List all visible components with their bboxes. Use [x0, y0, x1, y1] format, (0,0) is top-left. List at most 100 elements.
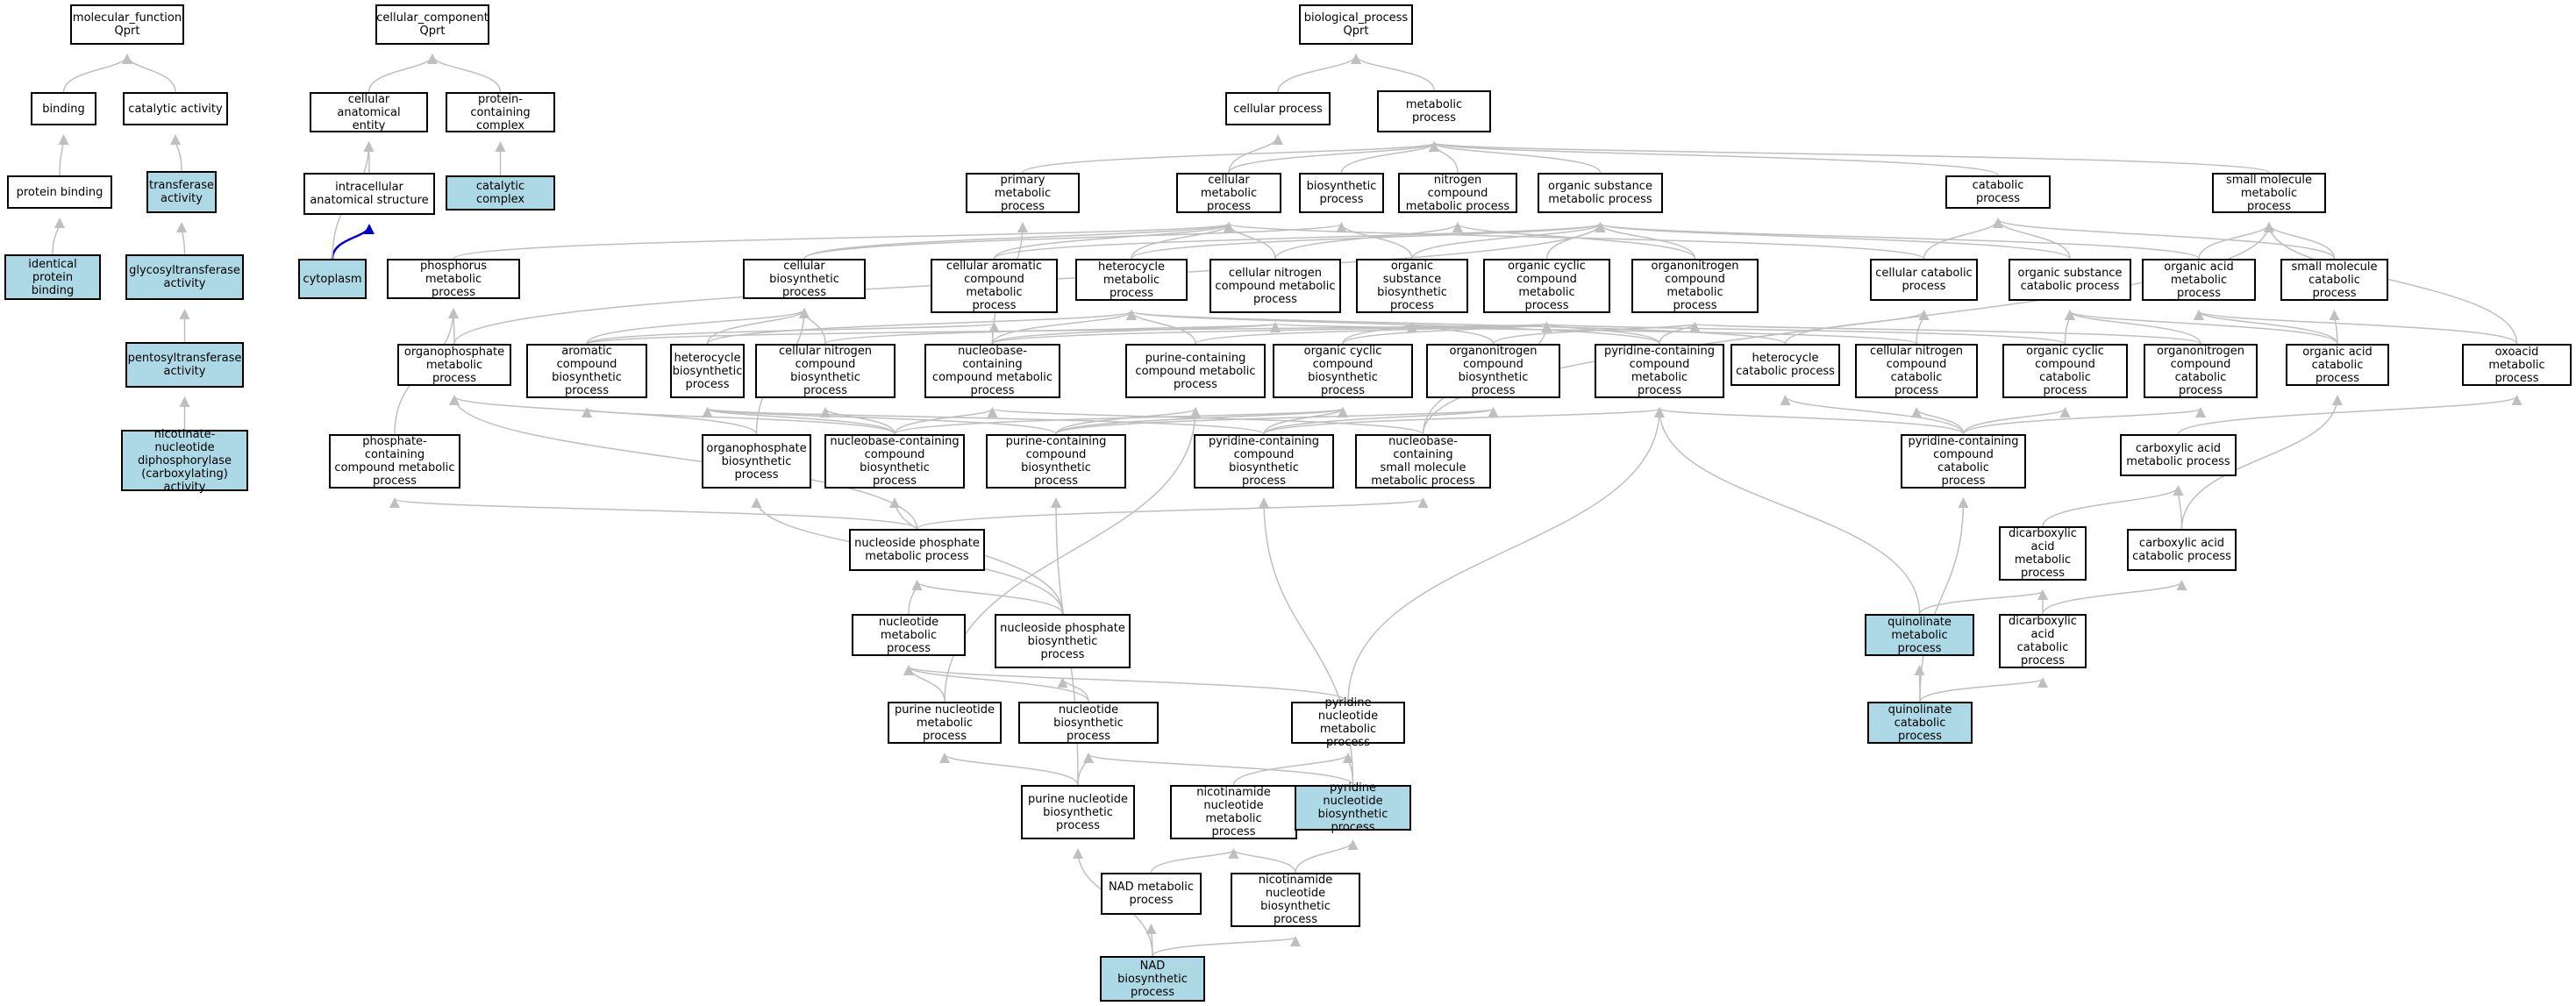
go-term-metproc[interactable]: metabolic process [1377, 90, 1491, 132]
go-term-pyrcat[interactable]: pyridine-containing compound catabolic p… [1901, 434, 2026, 489]
go-term-orgcycbio[interactable]: organic cyclic compound biosynthetic pro… [1273, 344, 1413, 398]
go-term-nadmet[interactable]: NAD metabolic process [1101, 873, 1202, 915]
go-term-orgphosbio[interactable]: organophosphate biosynthetic process [702, 434, 811, 489]
go-term-phosmet[interactable]: phosphorus metabolic process [387, 259, 520, 299]
go-term-heterocat[interactable]: heterocycle catabolic process [1730, 344, 1840, 386]
go-term-orgnitmet[interactable]: organonitrogen compound metabolic proces… [1631, 259, 1759, 313]
go-term-cellarom[interactable]: cellular aromatic compound metabolic pro… [931, 259, 1058, 313]
go-term-catact[interactable]: catalytic activity [123, 92, 228, 125]
go-term-ias[interactable]: intracellular anatomical structure [303, 173, 435, 215]
edge-cellnitcat-to-cellcatab [1916, 310, 1930, 345]
edge-cellnitbio-to-cellbiosyn [799, 308, 826, 345]
go-term-pyrnucmet[interactable]: pyridine nucleotide metabolic process [1291, 696, 1405, 749]
go-term-heterobio[interactable]: heterocycle biosynthetic process [670, 344, 745, 398]
go-term-pcc[interactable]: protein-containing complex [446, 92, 555, 132]
edge-nucbasebio-to-aromcompbio [582, 407, 896, 435]
go-term-aromcompbio[interactable]: aromatic compound biosynthetic process [526, 344, 647, 398]
go-term-purnucbio[interactable]: purine nucleotide biosynthetic process [1021, 785, 1135, 839]
go-term-cellnitbio[interactable]: cellular nitrogen compound biosynthetic … [755, 344, 896, 398]
go-term-nndp[interactable]: nicotinate-nucleotide diphosphorylase (c… [121, 428, 248, 494]
go-term-nucbio[interactable]: nucleotide biosynthetic process [1018, 702, 1159, 744]
go-term-bp[interactable]: biological_process Qprt [1299, 4, 1413, 45]
go-term-quinmet[interactable]: quinolinate metabolic process [1865, 614, 1974, 656]
go-term-cae[interactable]: cellular anatomical entity [310, 92, 428, 132]
go-term-purinebio[interactable]: purine-containing compound biosynthetic … [986, 434, 1126, 489]
edge-identprot-to-protbind [52, 218, 65, 255]
edge-pyrbio-to-heterobio [703, 407, 1265, 435]
edge-pyrcat-to-pyrmet [1654, 407, 1965, 435]
go-term-dicarbmet[interactable]: dicarboxylic acid metabolic process [1999, 526, 2087, 581]
go-term-nucbasemet[interactable]: nucleobase-containing compound metabolic… [924, 344, 1060, 398]
go-term-orgcycmet[interactable]: organic cyclic compound metabolic proces… [1483, 259, 1610, 313]
go-term-pyrmet[interactable]: pyridine-containing compound metabolic p… [1595, 344, 1724, 398]
go-term-primmet[interactable]: primary metabolic process [966, 173, 1080, 213]
go-term-nucmet[interactable]: nucleotide metabolic process [852, 614, 966, 656]
go-term-orgcyccat[interactable]: organic cyclic compound catabolic proces… [2002, 344, 2128, 398]
go-term-protbind[interactable]: protein binding [7, 175, 112, 209]
go-term-cc[interactable]: cellular_component Qprt [375, 4, 489, 45]
go-term-pentosyl[interactable]: pentosyltransferase activity [125, 342, 244, 388]
go-term-cellcatab[interactable]: cellular catabolic process [1870, 259, 1978, 301]
go-term-smallmol[interactable]: small molecule metabolic process [2212, 173, 2326, 213]
go-term-quincat[interactable]: quinolinate catabolic process [1867, 702, 1973, 744]
edge-purnucbio-to-purnucmet [939, 753, 1079, 786]
go-term-nicnucmet[interactable]: nicotinamide nucleotide metabolic proces… [1170, 785, 1297, 839]
edge-nucmet-to-nucphosmet [908, 580, 923, 615]
go-term-orgsubbio[interactable]: organic substance biosynthetic process [1356, 259, 1468, 313]
go-term-cytoplasm[interactable]: cytoplasm [298, 259, 367, 299]
go-term-catab[interactable]: catabolic process [1945, 175, 2051, 209]
go-term-pyrbio[interactable]: pyridine-containing compound biosyntheti… [1194, 434, 1334, 489]
go-term-orgsub[interactable]: organic substance metabolic process [1538, 173, 1663, 213]
edge-nadbio-to-nicnucbio [1152, 936, 1301, 957]
edge-cellnitcat-to-cellnitmet [1271, 322, 1917, 345]
go-term-purinemet[interactable]: purine-containing compound metabolic pro… [1125, 344, 1266, 398]
edge-pyrbio-to-pyrmet [1263, 407, 1665, 435]
go-term-orgnitbio[interactable]: organonitrogen compound biosynthetic pro… [1426, 344, 1560, 398]
go-term-nitcomp[interactable]: nitrogen compound metabolic process [1398, 173, 1517, 213]
go-term-orgacidmet[interactable]: organic acid metabolic process [2142, 259, 2256, 301]
go-term-nucphosbio[interactable]: nucleoside phosphate biosynthetic proces… [995, 614, 1131, 668]
edge-orgacidcat-to-smallmolcat [2329, 310, 2340, 345]
edge-nucbasemet-to-heteromet [991, 310, 1137, 345]
go-term-phoscont[interactable]: phosphate-containing compound metabolic … [329, 434, 460, 489]
edge-carbcat-to-orgacidcat [2180, 395, 2343, 530]
go-term-mf[interactable]: molecular_function Qprt [70, 4, 184, 45]
go-term-cellproc[interactable]: cellular process [1225, 92, 1331, 125]
edge-nicnucbio-to-nicnucmet [1228, 848, 1296, 874]
go-term-orgacidcat[interactable]: organic acid catabolic process [2286, 344, 2389, 386]
edge-aromcompbio-to-cellbiosyn [586, 308, 810, 345]
edge-cae-to-cc [367, 54, 438, 93]
go-term-carbcat[interactable]: carboxylic acid catabolic process [2127, 529, 2237, 571]
go-term-identprot[interactable]: identical protein binding [4, 254, 101, 300]
go-term-purnucmet[interactable]: purine nucleotide metabolic process [888, 702, 1002, 744]
go-term-cellnitcat[interactable]: cellular nitrogen compound catabolic pro… [1855, 344, 1978, 398]
go-term-orgnitcat[interactable]: organonitrogen compound catabolic proces… [2144, 344, 2258, 398]
edge-nucbasebio-to-nucbasemet [894, 407, 998, 435]
go-term-orgsubcat[interactable]: organic substance catabolic process [2009, 259, 2131, 301]
go-term-cellbiosyn[interactable]: cellular biosynthetic process [743, 259, 866, 299]
go-term-nadbio[interactable]: NAD biosynthetic process [1100, 956, 1205, 1002]
edge-smallmol-to-metproc [1429, 141, 2270, 174]
edge-cellcatab-to-cellmet [1224, 222, 1925, 260]
go-term-biosyn[interactable]: biosynthetic process [1299, 173, 1384, 213]
go-term-binding[interactable]: binding [31, 92, 96, 125]
go-term-nucphosmet[interactable]: nucleoside phosphate metabolic process [849, 529, 985, 571]
edge-pyrbio-to-orgcycbio [1263, 407, 1348, 435]
go-term-nucbasebio[interactable]: nucleobase-containing compound biosynthe… [824, 434, 965, 489]
go-term-heteromet[interactable]: heterocycle metabolic process [1075, 259, 1188, 301]
go-term-nicnucbio[interactable]: nicotinamide nucleotide biosynthetic pro… [1231, 873, 1360, 927]
go-term-cellmet[interactable]: cellular metabolic process [1176, 173, 1281, 213]
go-term-transferase[interactable]: transferase activity [146, 171, 217, 213]
go-term-carbmet[interactable]: carboxylic acid metabolic process [2120, 434, 2237, 476]
go-term-cellnitmet[interactable]: cellular nitrogen compound metabolic pro… [1210, 259, 1341, 313]
go-term-catcomplex[interactable]: catalytic complex [446, 175, 555, 210]
go-term-pyrnucbio[interactable]: pyridine nucleotide biosynthetic process [1295, 781, 1411, 834]
go-term-oxoacid[interactable]: oxoacid metabolic process [2462, 344, 2572, 386]
go-term-glycosyl[interactable]: glycosyltransferase activity [125, 254, 244, 300]
go-term-nucbasesmall[interactable]: nucleobase-containing small molecule met… [1355, 434, 1491, 489]
go-term-dicarbcat[interactable]: dicarboxylic acid catabolic process [1999, 614, 2087, 668]
go-term-smallmolcat[interactable]: small molecule catabolic process [2280, 259, 2388, 301]
edge-cellbiosyn-to-biosyn [803, 222, 1347, 260]
go-term-orgphosmet[interactable]: organophosphate metabolic process [397, 344, 511, 386]
